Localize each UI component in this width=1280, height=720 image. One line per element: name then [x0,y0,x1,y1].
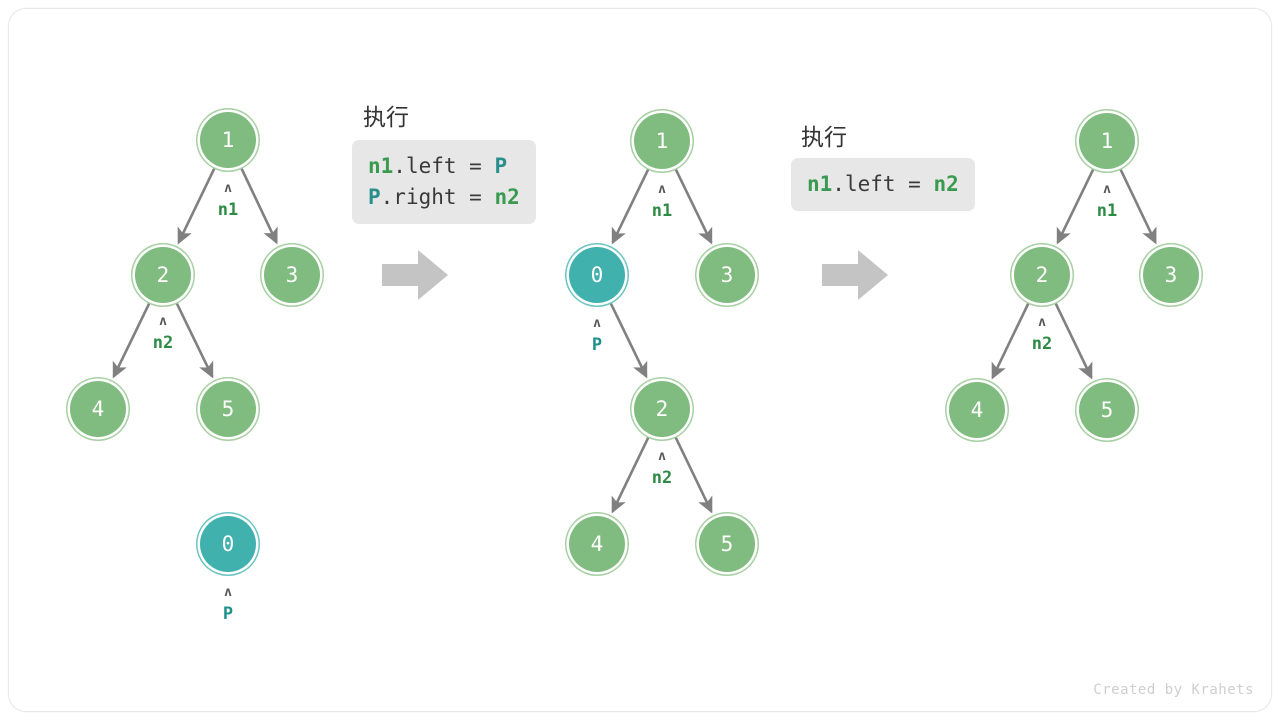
code-token: n1 [807,172,833,196]
code-token: .left = [393,154,495,178]
pointer-label-text: n2 [651,468,673,488]
pointer-label-text: n2 [152,333,174,353]
tree-node: 0 [200,516,256,572]
caret-icon: ʌ [224,181,232,196]
tree-node: 2 [1014,247,1070,303]
caret-icon: ʌ [1038,315,1046,330]
caret-icon: ʌ [159,314,167,329]
tree-node: 5 [200,381,256,437]
caret-icon: ʌ [1103,182,1111,197]
pointer-label: ʌ n2 [1032,316,1052,353]
code-token: .right = [380,185,495,209]
tree-node: 4 [569,516,625,572]
tree-node: 5 [1079,382,1135,438]
pointer-label: ʌ n2 [153,315,173,352]
pointer-label-text: P [222,604,234,624]
tree-node: 5 [699,516,755,572]
code-block: n1.left = n2 [791,158,975,211]
tree-node: 1 [1079,113,1135,169]
step-label: 执行 [801,124,847,150]
pointer-label-text: n1 [651,201,673,221]
code-token: n2 [494,185,520,209]
tree-node: 1 [634,113,690,169]
caret-icon: ʌ [658,449,666,464]
tree-node: 4 [70,381,126,437]
tree-node: 3 [1143,247,1199,303]
code-line: n1.left = P [368,151,520,182]
tree-node: 0 [569,247,625,303]
pointer-label-text: n1 [1096,201,1118,221]
code-line: P.right = n2 [368,182,520,213]
pointer-label: ʌ n2 [652,450,672,487]
pointer-label-text: n1 [217,200,239,220]
pointer-label: ʌ n1 [1097,183,1117,220]
pointer-label-text: n2 [1031,334,1053,354]
watermark: Created by Krahets [1093,682,1254,698]
tree-node: 3 [699,247,755,303]
code-line: n1.left = n2 [807,169,959,200]
diagram-card [8,8,1272,712]
tree-node: 4 [949,382,1005,438]
caret-icon: ʌ [593,316,601,331]
tree-node: 2 [634,381,690,437]
code-token: P [494,154,508,178]
code-token: .left = [832,172,934,196]
tree-node: 1 [200,112,256,168]
code-token: P [368,185,381,209]
pointer-label: ʌ n1 [218,182,238,219]
code-token: n1 [368,154,394,178]
tree-node: 3 [264,247,320,303]
caret-icon: ʌ [658,182,666,197]
pointer-label: ʌ n1 [652,183,672,220]
step-label: 执行 [363,104,409,130]
code-token: n2 [933,172,959,196]
caret-icon: ʌ [224,585,232,600]
pointer-label-text: P [591,335,603,355]
tree-node: 2 [135,247,191,303]
